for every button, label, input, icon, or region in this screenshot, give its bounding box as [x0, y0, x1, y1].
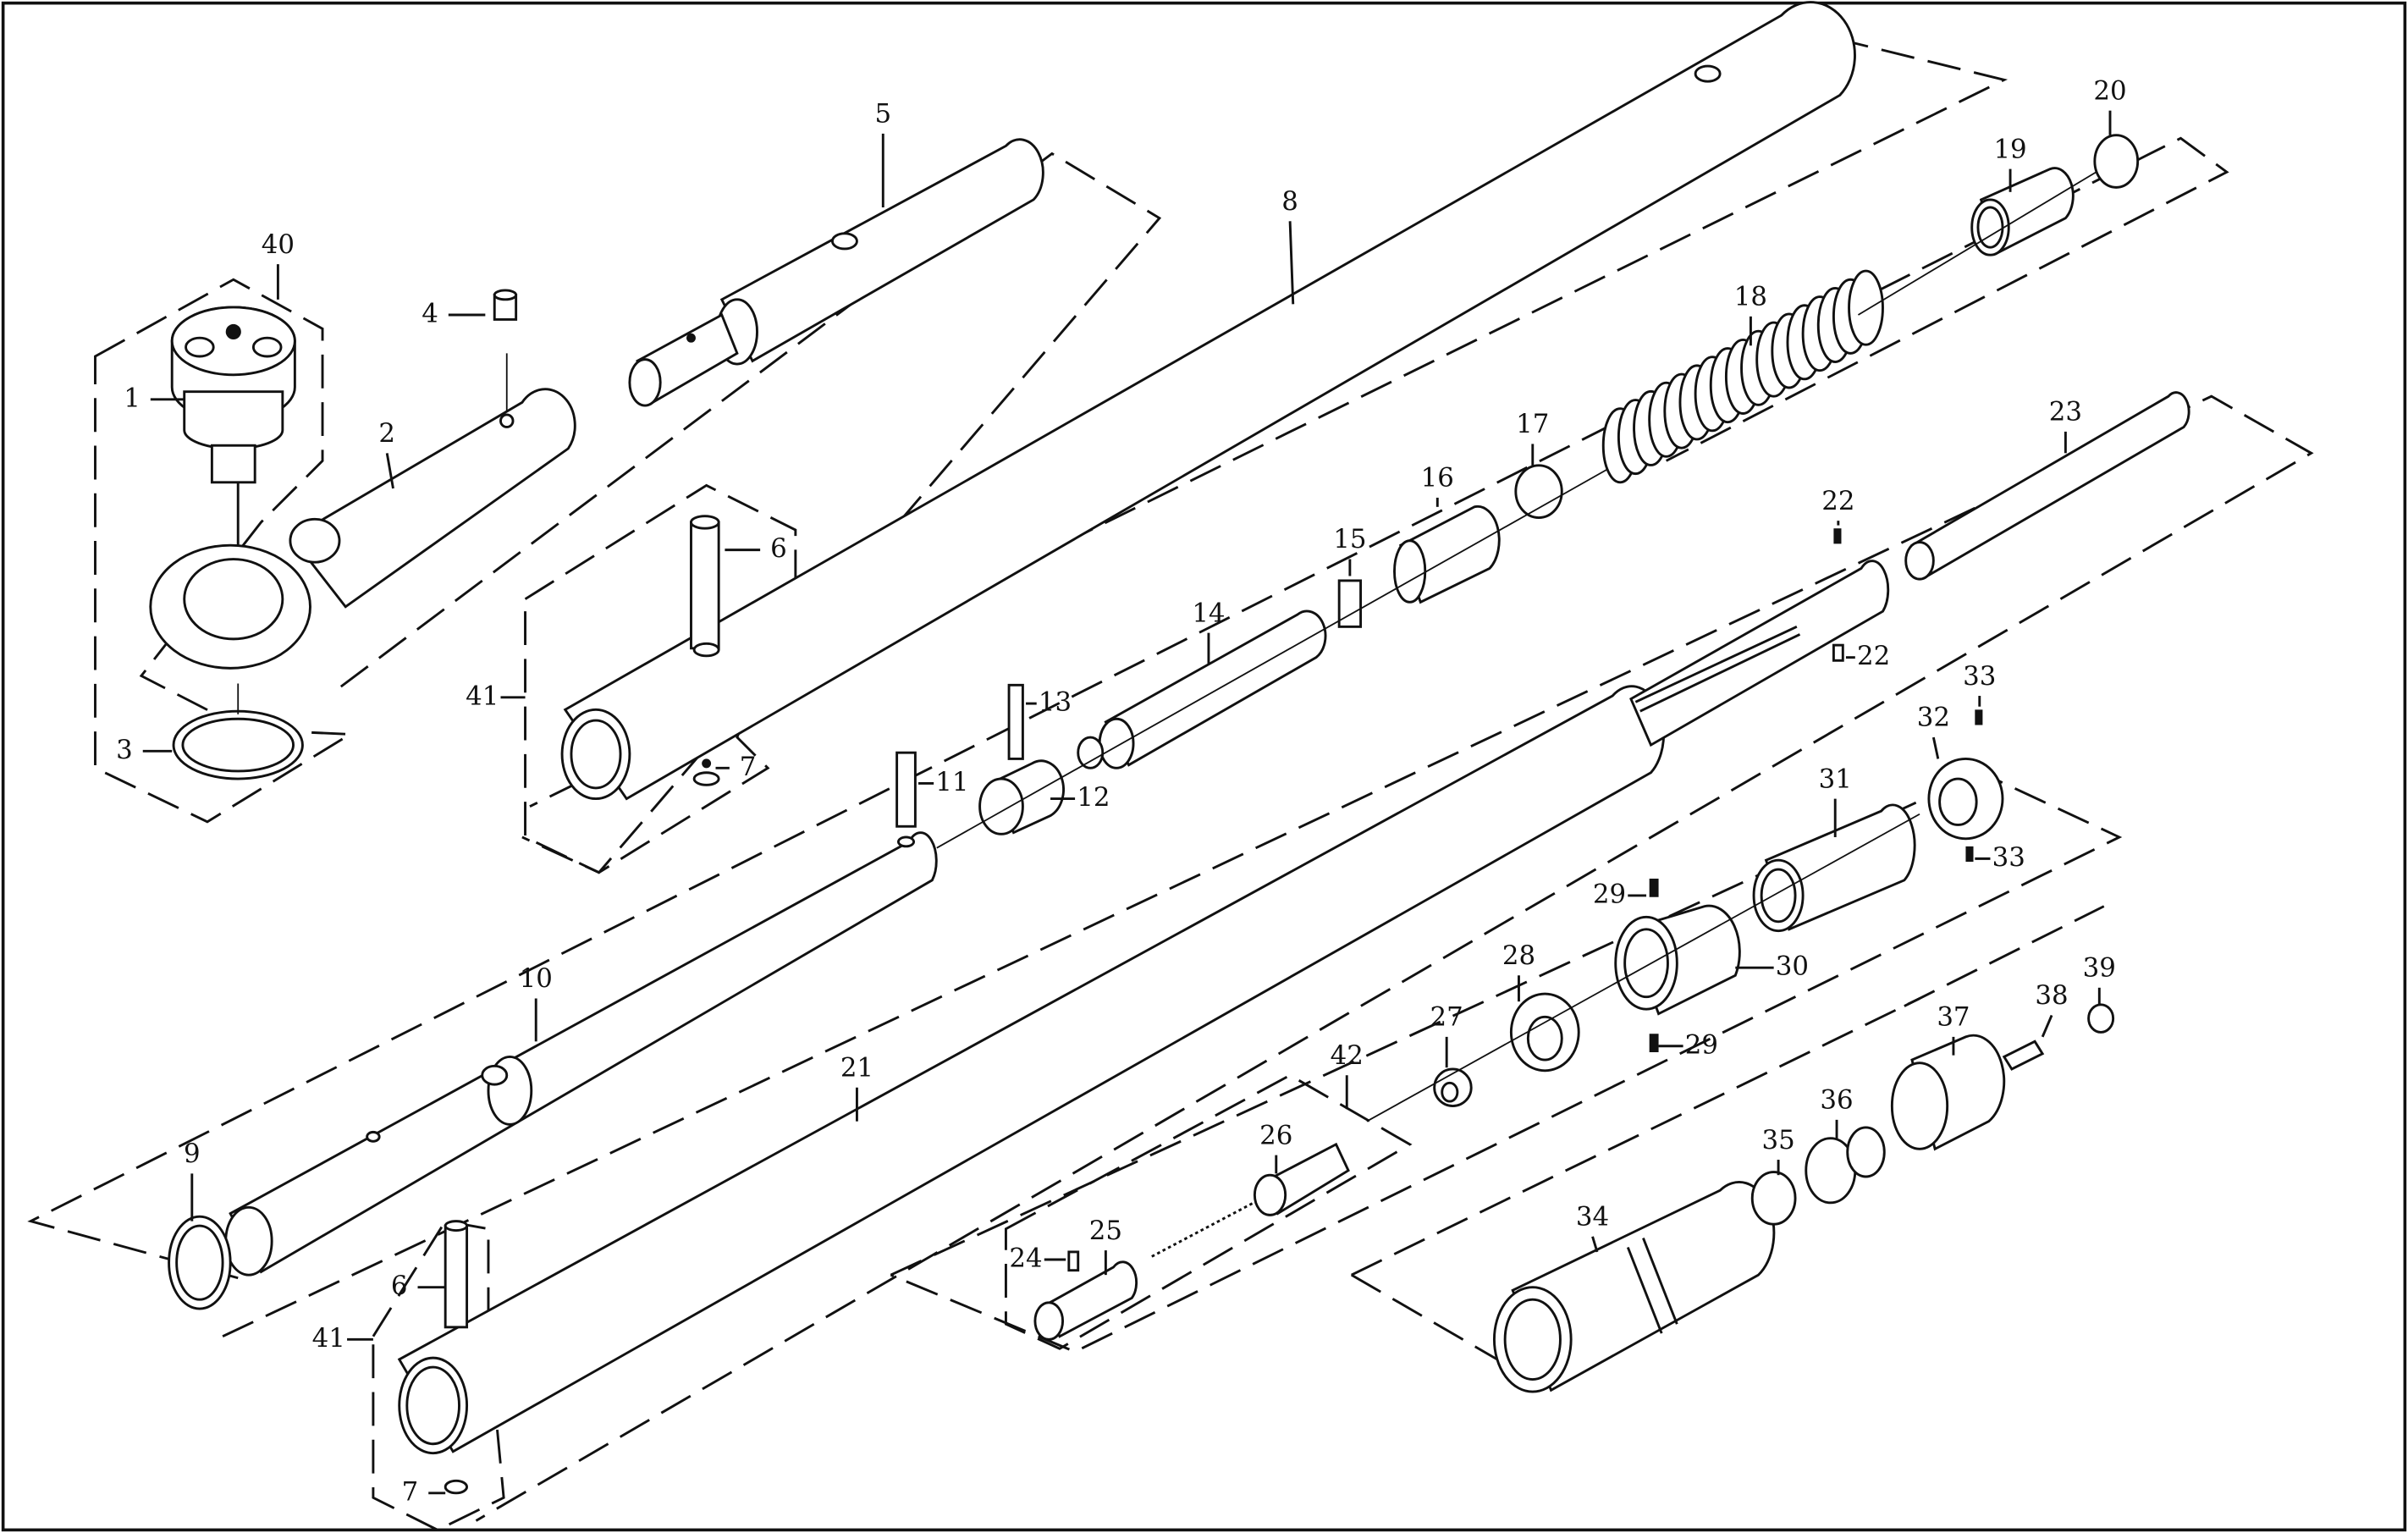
- ratchet-head-assembly: [170, 306, 296, 554]
- part-label-p7a: 7: [740, 752, 757, 782]
- part-label-p34: 34: [1576, 1202, 1609, 1232]
- part-label-p22a: 22: [1821, 486, 1854, 516]
- leader-line: [1591, 1236, 1599, 1253]
- part-8-tube: [560, 1, 1856, 801]
- adjuster-parts: [1366, 709, 2004, 1122]
- part-label-p12: 12: [1077, 782, 1110, 813]
- part-label-p3: 3: [116, 735, 133, 765]
- part-10-tube: [168, 751, 938, 1310]
- part-label-p18: 18: [1734, 282, 1767, 312]
- part-label-p15: 15: [1333, 524, 1366, 554]
- part-label-p8: 8: [1281, 186, 1298, 217]
- leader-line: [2041, 1014, 2053, 1038]
- part-label-p4: 4: [422, 298, 438, 328]
- part-label-p33a: 33: [1963, 661, 1996, 692]
- leader-line: [385, 453, 394, 489]
- part-label-p21: 21: [840, 1052, 873, 1083]
- part-label-p2: 2: [378, 418, 395, 449]
- part-label-p37: 37: [1937, 1002, 1970, 1033]
- part-label-p10: 10: [520, 963, 553, 994]
- part-label-p41b: 41: [312, 1323, 345, 1354]
- part-18-spring: [1601, 269, 1884, 484]
- part-label-p14: 14: [1192, 598, 1225, 628]
- part-label-p9: 9: [184, 1139, 201, 1169]
- part-label-p19: 19: [1993, 134, 2026, 164]
- part-label-p16: 16: [1421, 463, 1454, 494]
- part-2-body: [149, 289, 576, 780]
- part-label-p28: 28: [1502, 940, 1535, 971]
- part-label-p35: 35: [1761, 1125, 1794, 1155]
- part-label-p42: 42: [1331, 1040, 1364, 1071]
- part-label-p5: 5: [874, 99, 891, 130]
- part-label-p30: 30: [1776, 951, 1809, 982]
- center-parts: [936, 456, 1628, 849]
- adjust-screw-parts: [1033, 1142, 1350, 1341]
- handle-parts: [1492, 1003, 2115, 1393]
- part-label-p39: 39: [2083, 953, 2116, 984]
- part-label-p29b: 29: [1685, 1029, 1718, 1060]
- part-label-p6a: 6: [770, 533, 787, 564]
- part-label-p29a: 29: [1593, 879, 1626, 909]
- spring-coil: [1848, 269, 1884, 346]
- part-23-rod: [1904, 391, 2190, 581]
- part-label-p41a: 41: [466, 681, 499, 711]
- leader-line: [1288, 221, 1295, 305]
- parts-19-20: [1857, 134, 2140, 316]
- part-label-p25: 25: [1089, 1216, 1122, 1246]
- part-label-p23: 23: [2049, 397, 2082, 427]
- dashed-assembly-lines: [27, 36, 2314, 1531]
- leader-line: [1931, 736, 1940, 759]
- part-labels: 4012345641789101112131415161718192021222…: [116, 75, 2126, 1507]
- part-label-p32: 32: [1917, 703, 1950, 733]
- part-label-p6b: 6: [391, 1271, 408, 1301]
- part-label-p20: 20: [2093, 75, 2126, 106]
- part-label-p38: 38: [2035, 980, 2068, 1011]
- part-label-p22b: 22: [1857, 641, 1890, 671]
- part-label-p33b: 33: [1992, 842, 2025, 873]
- part-label-p1: 1: [124, 383, 141, 413]
- part-21-tube: [397, 528, 1890, 1495]
- part-label-p31: 31: [1819, 764, 1852, 794]
- part-label-p7b: 7: [402, 1476, 419, 1507]
- part-label-p36: 36: [1820, 1085, 1853, 1116]
- part-label-p26: 26: [1259, 1120, 1292, 1150]
- part-label-p13: 13: [1039, 687, 1072, 718]
- part-label-p27: 27: [1430, 1002, 1463, 1033]
- part-5-tube: [628, 138, 1044, 407]
- part-label-p24: 24: [1009, 1243, 1042, 1273]
- part-label-p11: 11: [935, 767, 968, 797]
- part-label-p40: 40: [262, 229, 295, 260]
- part-label-p17: 17: [1516, 409, 1549, 439]
